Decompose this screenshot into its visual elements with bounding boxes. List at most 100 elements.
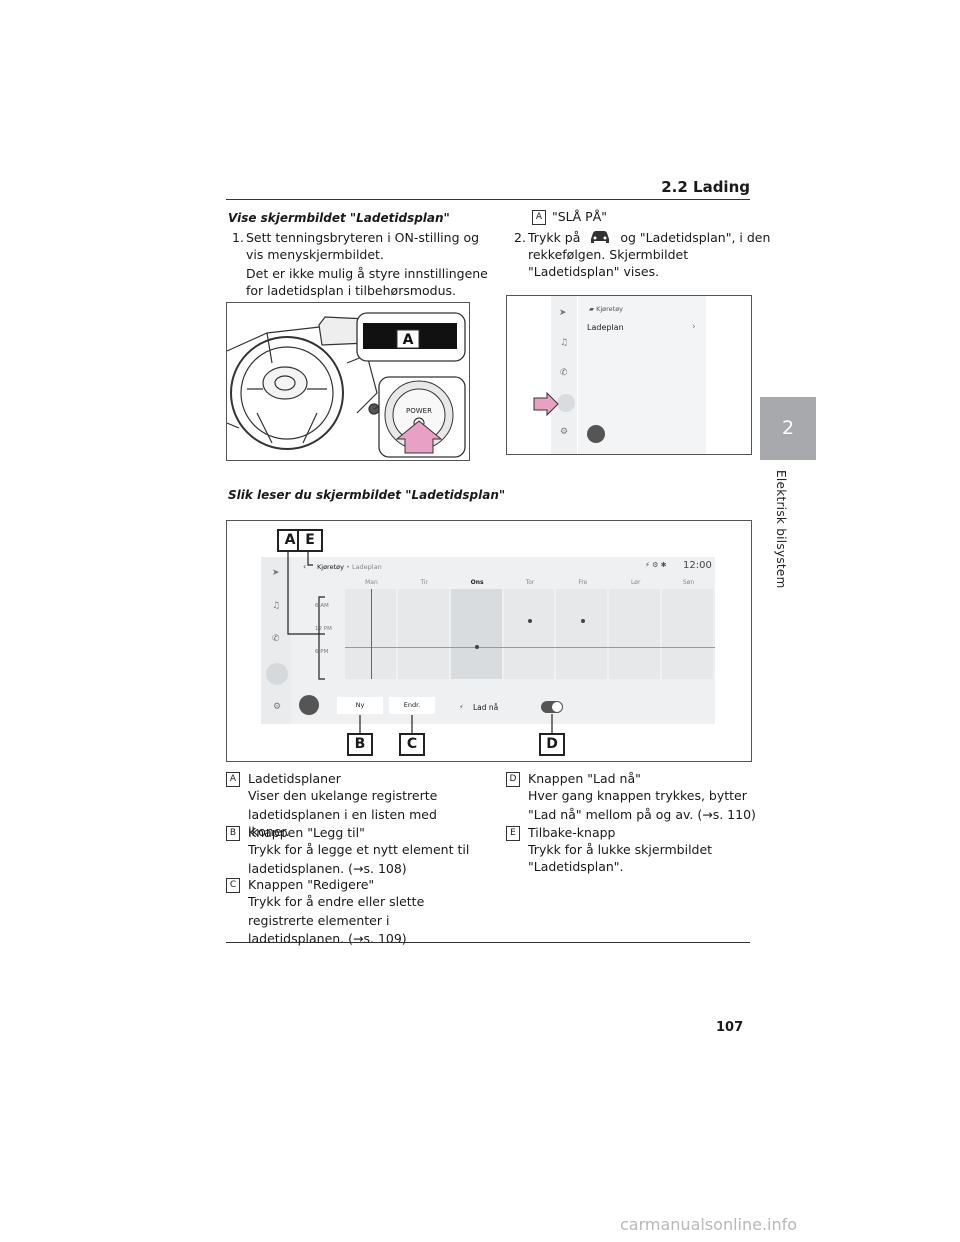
step-2-line-3: "Ladetidsplan" vises. bbox=[528, 264, 660, 279]
day-column[interactable] bbox=[662, 589, 713, 679]
breadcrumb-parent[interactable]: Kjøretøy bbox=[317, 563, 344, 571]
legend-c: C Knappen "Redigere" Trykk for å endre e… bbox=[226, 876, 486, 946]
legend-e-line-1: Trykk for å lukke skjermbildet bbox=[528, 842, 713, 857]
chapter-label: Elektrisk bilsystem bbox=[772, 470, 792, 589]
back-button[interactable]: ‹ bbox=[303, 562, 307, 571]
callout-e: E bbox=[297, 529, 323, 552]
watermark: carmanualsonline.info bbox=[620, 1215, 798, 1234]
music-icon-2: ♫ bbox=[272, 601, 281, 611]
arrow-pointer-icon bbox=[533, 392, 559, 416]
legend-b-title: Knappen "Legg til" bbox=[248, 825, 365, 840]
power-label: POWER bbox=[406, 407, 432, 415]
legend-b: B Knappen "Legg til" Trykk for å legge e… bbox=[226, 824, 486, 884]
time-label: 6 PM bbox=[315, 649, 329, 655]
heading-read-screen: Slik leser du skjermbildet "Ladetidsplan… bbox=[228, 488, 506, 502]
music-icon: ♫ bbox=[560, 338, 569, 348]
legend-c-line-1: Trykk for å endre eller slette bbox=[248, 894, 425, 909]
legend-e-key: E bbox=[506, 826, 520, 841]
step-2-line-1: Trykk på og "Ladetidsplan", i den bbox=[528, 229, 770, 246]
legend-c-title: Knappen "Redigere" bbox=[248, 877, 375, 892]
step-2-number: 2. bbox=[514, 230, 526, 245]
chapter-label-text: Elektrisk bilsystem bbox=[774, 470, 788, 589]
day-column[interactable] bbox=[450, 589, 502, 679]
schedule-pin-icon[interactable] bbox=[580, 619, 585, 623]
breadcrumb-sep: • bbox=[346, 563, 350, 571]
note-line-2: for ladetidsplan i tilbehørsmodus. bbox=[246, 283, 457, 298]
legend-c-text: Knappen "Redigere" Trykk for å endre ell… bbox=[248, 876, 478, 947]
footer-rule bbox=[226, 942, 750, 943]
legend-d-text: Knappen "Lad nå" Hver gang knappen trykk… bbox=[528, 770, 758, 823]
step-2-pre: Trykk på bbox=[528, 230, 581, 245]
chapter-number: 2 bbox=[781, 417, 795, 439]
clock: 12:00 bbox=[683, 560, 712, 571]
header-rule bbox=[226, 199, 750, 200]
legend-a-line-2: ladetidsplanen i en listen med ikoner. bbox=[248, 807, 437, 839]
callout-b: B bbox=[347, 733, 373, 756]
legend-a-title: Ladetidsplaner bbox=[248, 771, 341, 786]
search-button[interactable] bbox=[299, 695, 319, 715]
car-icon bbox=[591, 231, 610, 243]
legend-b-key: B bbox=[226, 826, 240, 841]
step-2-line-2: rekkefølgen. Skjermbildet bbox=[528, 247, 689, 262]
schedule-grid bbox=[345, 589, 715, 679]
menu-header: ▰ Kjøretøy bbox=[589, 305, 624, 313]
step-1-line-2: vis menyskjermbildet. bbox=[246, 247, 384, 262]
step-1-line-1: Sett tenningsbryteren i ON-stilling og bbox=[246, 230, 480, 245]
menu-header-text: Kjøretøy bbox=[596, 305, 624, 313]
legend-d-key: D bbox=[506, 772, 520, 787]
vehicle-icon-2 bbox=[266, 663, 288, 685]
legend-c-key: C bbox=[226, 878, 240, 893]
figure-menu-screen: ➤ ♫ ✆ ⚙ ▰ Kjøretøy Ladeplan › bbox=[506, 295, 752, 455]
legend-a: A Ladetidsplaner Viser den ukelange regi… bbox=[226, 770, 486, 839]
step-1-number: 1. bbox=[232, 230, 244, 245]
day-column[interactable] bbox=[609, 589, 661, 679]
schedule-pin-icon[interactable] bbox=[475, 645, 480, 649]
vehicle-icon bbox=[557, 394, 575, 412]
legend-a-line-1: Viser den ukelange registrerte bbox=[248, 788, 438, 803]
now-line bbox=[345, 647, 715, 648]
phone-icon-2: ✆ bbox=[272, 634, 280, 644]
section-title: 2.2 Lading bbox=[661, 178, 750, 196]
phone-icon: ✆ bbox=[560, 368, 568, 378]
legend-d-line-2: "Lad nå" mellom på og av. (→s. 110) bbox=[528, 807, 756, 822]
day-header: Fre bbox=[578, 579, 588, 586]
figure-schedule-screen: ➤ ♫ ✆ ⚙ ‹ Kjøretøy • Ladeplan ⚡ ⚙ ✱ 12:0… bbox=[226, 520, 752, 762]
legend-d-line-1: Hver gang knappen trykkes, bytter bbox=[528, 788, 747, 803]
day-header: Lør bbox=[630, 579, 641, 586]
edit-button[interactable]: Endr. bbox=[389, 697, 435, 714]
callout-lines bbox=[287, 552, 553, 733]
day-column[interactable] bbox=[503, 589, 555, 679]
breadcrumb: Kjøretøy • Ladeplan bbox=[317, 563, 382, 571]
day-column[interactable] bbox=[345, 589, 396, 679]
legend-e-line-2: "Ladetidsplan". bbox=[528, 859, 624, 874]
callout-c: C bbox=[399, 733, 425, 756]
legend-b-line-1: Trykk for å legge et nytt element til bbox=[248, 842, 470, 857]
keyA-text: "SLÅ PÅ" bbox=[552, 209, 608, 224]
charge-now-toggle[interactable] bbox=[541, 701, 563, 713]
day-header: Ons bbox=[470, 579, 484, 586]
chapter-tab bbox=[760, 397, 816, 460]
legend-e-text: Tilbake-knapp Trykk for å lukke skjermbi… bbox=[528, 824, 758, 875]
settings-icon-2: ⚙ bbox=[273, 702, 282, 712]
keyA-line: A"SLÅ PÅ" bbox=[532, 208, 607, 225]
figure-callout-a: A bbox=[403, 332, 414, 348]
time-label: 12 PM bbox=[315, 626, 332, 632]
new-button[interactable]: Ny bbox=[337, 697, 383, 714]
heading-show-screen: Vise skjermbildet "Ladetidsplan" bbox=[228, 211, 450, 225]
figure-power-switch: A POWER bbox=[226, 302, 470, 461]
schedule-pin-icon[interactable] bbox=[528, 619, 532, 623]
charge-now-label: Lad nå bbox=[473, 703, 499, 712]
page-number: 107 bbox=[716, 1020, 744, 1035]
day-column[interactable] bbox=[556, 589, 608, 679]
breadcrumb-current: Ladeplan bbox=[351, 563, 382, 571]
nav-icon: ➤ bbox=[559, 308, 567, 318]
power-switch-illustration: A POWER bbox=[227, 312, 466, 458]
status-icons: ⚡ ⚙ ✱ bbox=[645, 561, 667, 569]
day-column[interactable] bbox=[397, 589, 449, 679]
legend-e-title: Tilbake-knapp bbox=[528, 825, 616, 840]
day-header: Tir bbox=[420, 579, 429, 586]
day-header: Tor bbox=[525, 579, 535, 586]
legend-d-title: Knappen "Lad nå" bbox=[528, 771, 641, 786]
menu-item-ladeplan: Ladeplan bbox=[587, 323, 624, 332]
